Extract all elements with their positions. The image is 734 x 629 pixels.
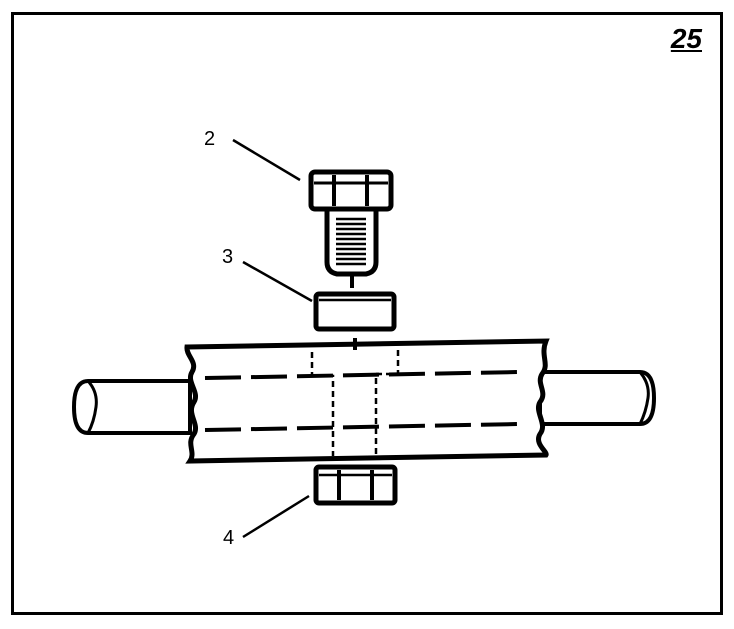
left-rod xyxy=(71,379,192,435)
callout-4: 4 xyxy=(223,527,234,549)
washer xyxy=(313,291,397,332)
right-rod xyxy=(538,370,657,426)
callout-3: 3 xyxy=(222,246,233,268)
clamp-sleeve xyxy=(184,338,550,464)
figure-number: 25 xyxy=(670,23,702,54)
leader-lines xyxy=(232,138,313,539)
callout-2: 2 xyxy=(204,128,215,150)
nut xyxy=(313,464,398,506)
bolt xyxy=(308,169,394,288)
